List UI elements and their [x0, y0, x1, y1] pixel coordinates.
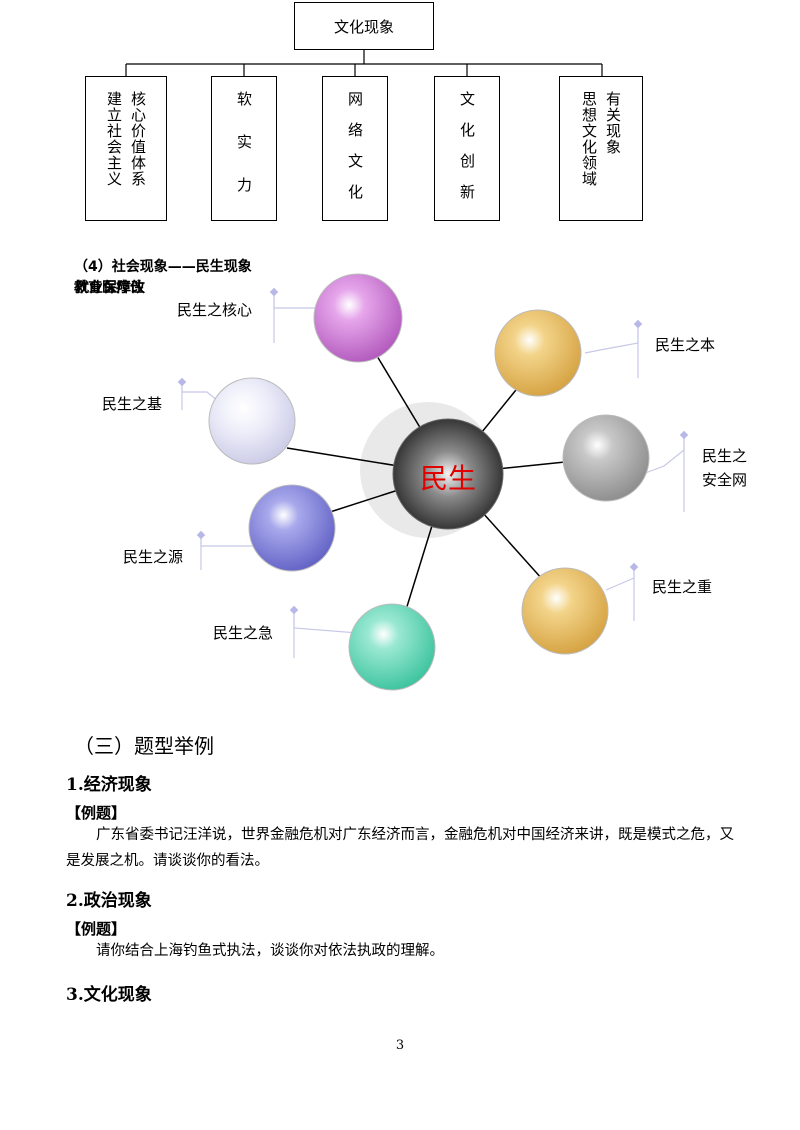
page-number: 3: [395, 1038, 405, 1053]
label-safety-1: 民生之: [702, 447, 748, 465]
tree-box-network-culture: 网络文化: [322, 76, 388, 221]
tree-box-culture-innovation-label: 文化创新: [458, 91, 476, 215]
section4-overlap-a: 教育医疗住: [74, 280, 144, 296]
tree-box-core-values-right: 核心价值体系: [129, 91, 147, 187]
sphere-center: [392, 418, 504, 530]
section4-heading: （4）社会现象——民生现象: [74, 259, 252, 275]
tree-box-ideology-right: 有关现象: [604, 91, 622, 155]
tree-box-culture-innovation: 文化创新: [434, 76, 500, 221]
q1-title: 1.经济现象: [66, 775, 152, 795]
tree-box-soft-power-label: 软实力: [235, 91, 253, 220]
center-label: 民生: [420, 462, 476, 495]
tree-box-ideology-left: 思想文化领域: [580, 91, 598, 187]
tree-box-core-values: 建立社会主义 核心价值体系: [85, 76, 167, 221]
label-urgent: 民生之急: [213, 624, 274, 642]
q2-title: 2.政治现象: [66, 891, 152, 911]
label-ben: 民生之本: [655, 336, 716, 354]
sphere-ji: [208, 377, 296, 465]
label-core: 民生之核心: [177, 301, 253, 319]
label-ji: 民生之基: [102, 395, 163, 413]
tree-connectors: [125, 50, 603, 76]
label-zhong: 民生之重: [652, 578, 713, 596]
tree-box-network-culture-label: 网络文化: [346, 91, 364, 215]
label-safety-2: 安全网: [702, 471, 748, 489]
section-title: （三）题型举例: [74, 734, 214, 758]
tree-box-core-values-left: 建立社会主义: [105, 91, 123, 187]
sphere-core: [313, 273, 403, 363]
minsheng-diagram: 民生: [177, 273, 689, 691]
tree-box-soft-power: 软实力: [211, 76, 277, 221]
section4-overlap-b: 就业保障改: [75, 280, 145, 296]
sphere-zhong: [521, 567, 609, 655]
tree-box-ideology: 思想文化领域 有关现象: [559, 76, 643, 221]
sphere-safety: [562, 414, 650, 502]
tree-root-label: 文化现象: [333, 17, 394, 36]
q2-label: 【例题】: [66, 920, 127, 938]
q1-label: 【例题】: [66, 804, 127, 822]
sphere-ben: [494, 309, 582, 397]
sphere-yuan: [248, 484, 336, 572]
sphere-urgent: [348, 603, 436, 691]
q3-title: 3.文化现象: [66, 985, 152, 1005]
q1-text: 广东省委书记汪洋说，世界金融危机对广东经济而言，金融危机对中国经济来讲，既是模式…: [66, 827, 734, 869]
section4-overlap-text: 教育医疗住 就业保障改: [74, 277, 194, 299]
tree-root-box: 文化现象: [294, 2, 434, 50]
label-yuan: 民生之源: [123, 548, 184, 566]
q2-text: 请你结合上海钓鱼式执法，谈谈你对依法执政的理解。: [96, 943, 444, 959]
